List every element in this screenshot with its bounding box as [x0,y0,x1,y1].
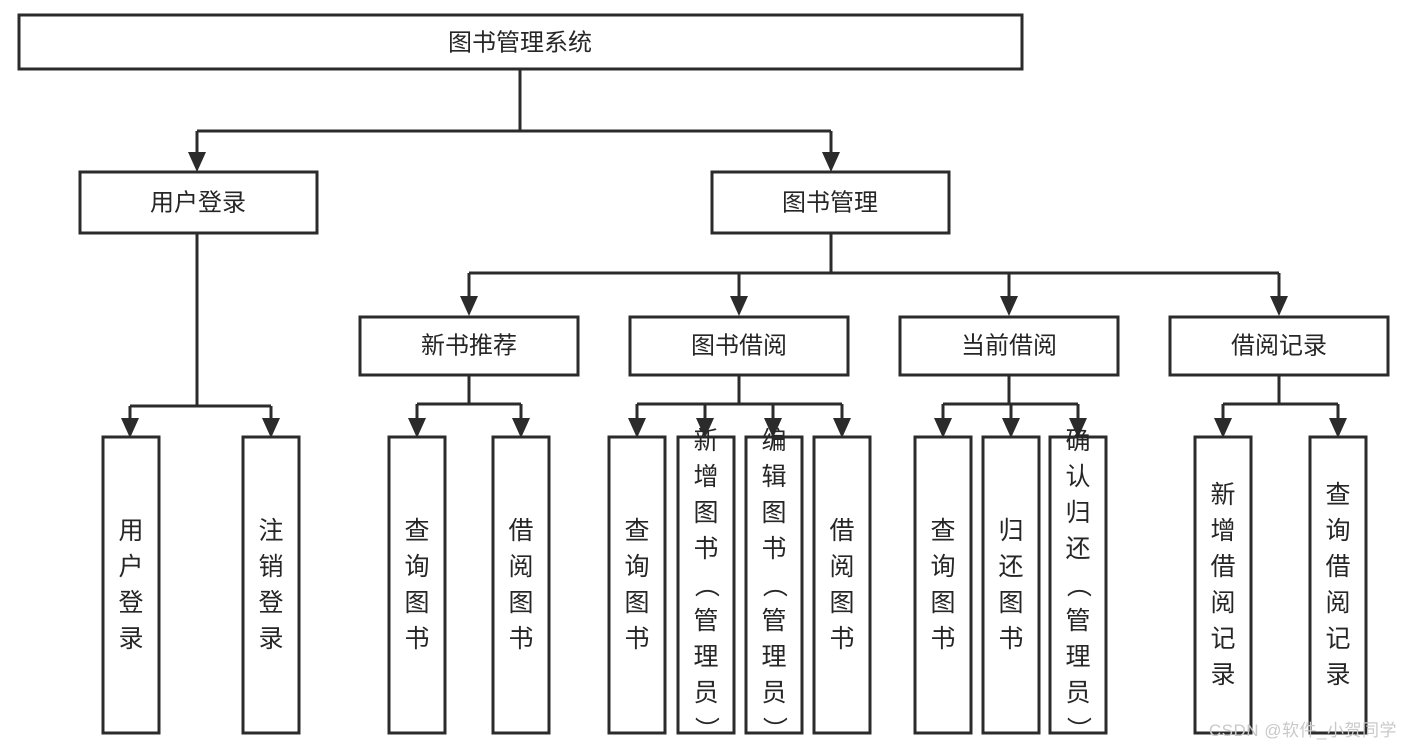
node-leaf-query-book-3[interactable]: 查询图书 [913,435,973,735]
connector-group-borrow-record [1214,375,1347,438]
svg-text:（: （ [1064,572,1092,597]
arrow-to-leaf-query-book-3 [934,418,952,438]
node-current-borrow-label: 当前借阅 [961,333,1057,360]
arrow-to-user-login [188,152,206,172]
svg-text:）: ） [692,716,720,741]
node-leaf-query-book-2[interactable]: 查询图书 [607,435,667,735]
node-leaf-user-login[interactable]: 用户登录 [101,435,161,735]
arrow-to-borrow-record [1270,296,1288,316]
node-new-book-recommend-label: 新书推荐 [421,333,517,360]
node-borrow-record[interactable]: 借阅记录 [1168,315,1390,377]
connector-group-new-book-recommend [408,375,530,438]
node-user-login[interactable]: 用户登录 [78,170,319,235]
node-book-manage[interactable]: 图书管理 [710,170,951,235]
node-leaf-edit-book[interactable]: 编辑图书管理员 （ ） [744,427,804,742]
node-book-manage-label: 图书管理 [782,190,878,217]
arrow-to-book-manage [822,152,840,172]
node-leaf-query-book-3-label: 查询图书 [930,517,955,653]
node-leaf-add-book-label: 新增图书管理员 [693,427,718,707]
arrow-to-leaf-logout-login [262,418,280,438]
connector-group-book-borrow [628,375,851,438]
arrow-to-leaf-query-record [1329,418,1347,438]
svg-text:（: （ [692,572,720,597]
connector-group-current-borrow [934,375,1087,438]
arrow-to-book-borrow [730,296,748,316]
node-leaf-add-book[interactable]: 新增图书管理员 （ ） [676,427,736,742]
svg-text:）: ） [760,716,788,741]
arrow-to-leaf-add-record [1214,418,1232,438]
node-leaf-query-book-1[interactable]: 查询图书 [387,435,447,735]
node-leaf-logout-login-label: 注销登录 [258,517,283,653]
node-leaf-return-book[interactable]: 归还图书 [981,435,1041,735]
arrow-to-leaf-query-book-2 [628,418,646,438]
node-book-borrow[interactable]: 图书借阅 [628,315,850,377]
connector-group-root [188,69,840,172]
node-root-label: 图书管理系统 [448,30,592,57]
node-leaf-query-book-1-label: 查询图书 [404,517,429,653]
node-leaf-query-record-label: 查询借阅记录 [1325,481,1350,689]
node-leaf-add-record-label: 新增借阅记录 [1210,481,1235,689]
node-leaf-return-book-label: 归还图书 [998,517,1023,653]
node-leaf-logout-login[interactable]: 注销登录 [241,435,301,735]
node-borrow-record-label: 借阅记录 [1231,333,1327,360]
node-leaf-confirm-return-label: 确认归还管理员 [1065,427,1090,707]
arrow-to-leaf-borrow-book-1 [512,418,530,438]
node-new-book-recommend[interactable]: 新书推荐 [358,315,580,377]
node-leaf-borrow-book-2[interactable]: 借阅图书 [812,435,872,735]
node-leaf-query-record[interactable]: 查询借阅记录 [1308,435,1368,735]
node-leaf-user-login-label: 用户登录 [118,517,143,653]
node-leaf-borrow-book-1[interactable]: 借阅图书 [491,435,551,735]
node-leaf-edit-book-label: 编辑图书管理员 [761,427,786,707]
node-leaf-borrow-book-2-label: 借阅图书 [829,517,854,653]
node-leaf-add-record[interactable]: 新增借阅记录 [1193,435,1253,735]
connector-group-book-manage [460,233,1288,316]
arrow-to-leaf-query-book-1 [408,418,426,438]
arrow-to-new-book-recommend [460,296,478,316]
node-book-borrow-label: 图书借阅 [691,333,787,360]
node-root[interactable]: 图书管理系统 [17,13,1024,71]
svg-text:）: ） [1064,716,1092,741]
node-leaf-query-book-2-label: 查询图书 [624,517,649,653]
node-user-login-label: 用户登录 [150,190,246,217]
connector-group-user-login [121,233,280,438]
node-current-borrow[interactable]: 当前借阅 [898,315,1120,377]
arrow-to-leaf-borrow-book-2 [833,418,851,438]
arrow-to-leaf-return-book [1002,418,1020,438]
node-leaf-confirm-return[interactable]: 确认归还管理员 （ ） [1048,427,1108,742]
csdn-watermark: CSDN @软件_小贺同学 [1208,721,1397,740]
arrow-to-current-borrow [1000,296,1018,316]
node-leaf-borrow-book-1-label: 借阅图书 [508,517,533,653]
arrow-to-leaf-user-login [121,418,139,438]
svg-text:（: （ [760,572,788,597]
